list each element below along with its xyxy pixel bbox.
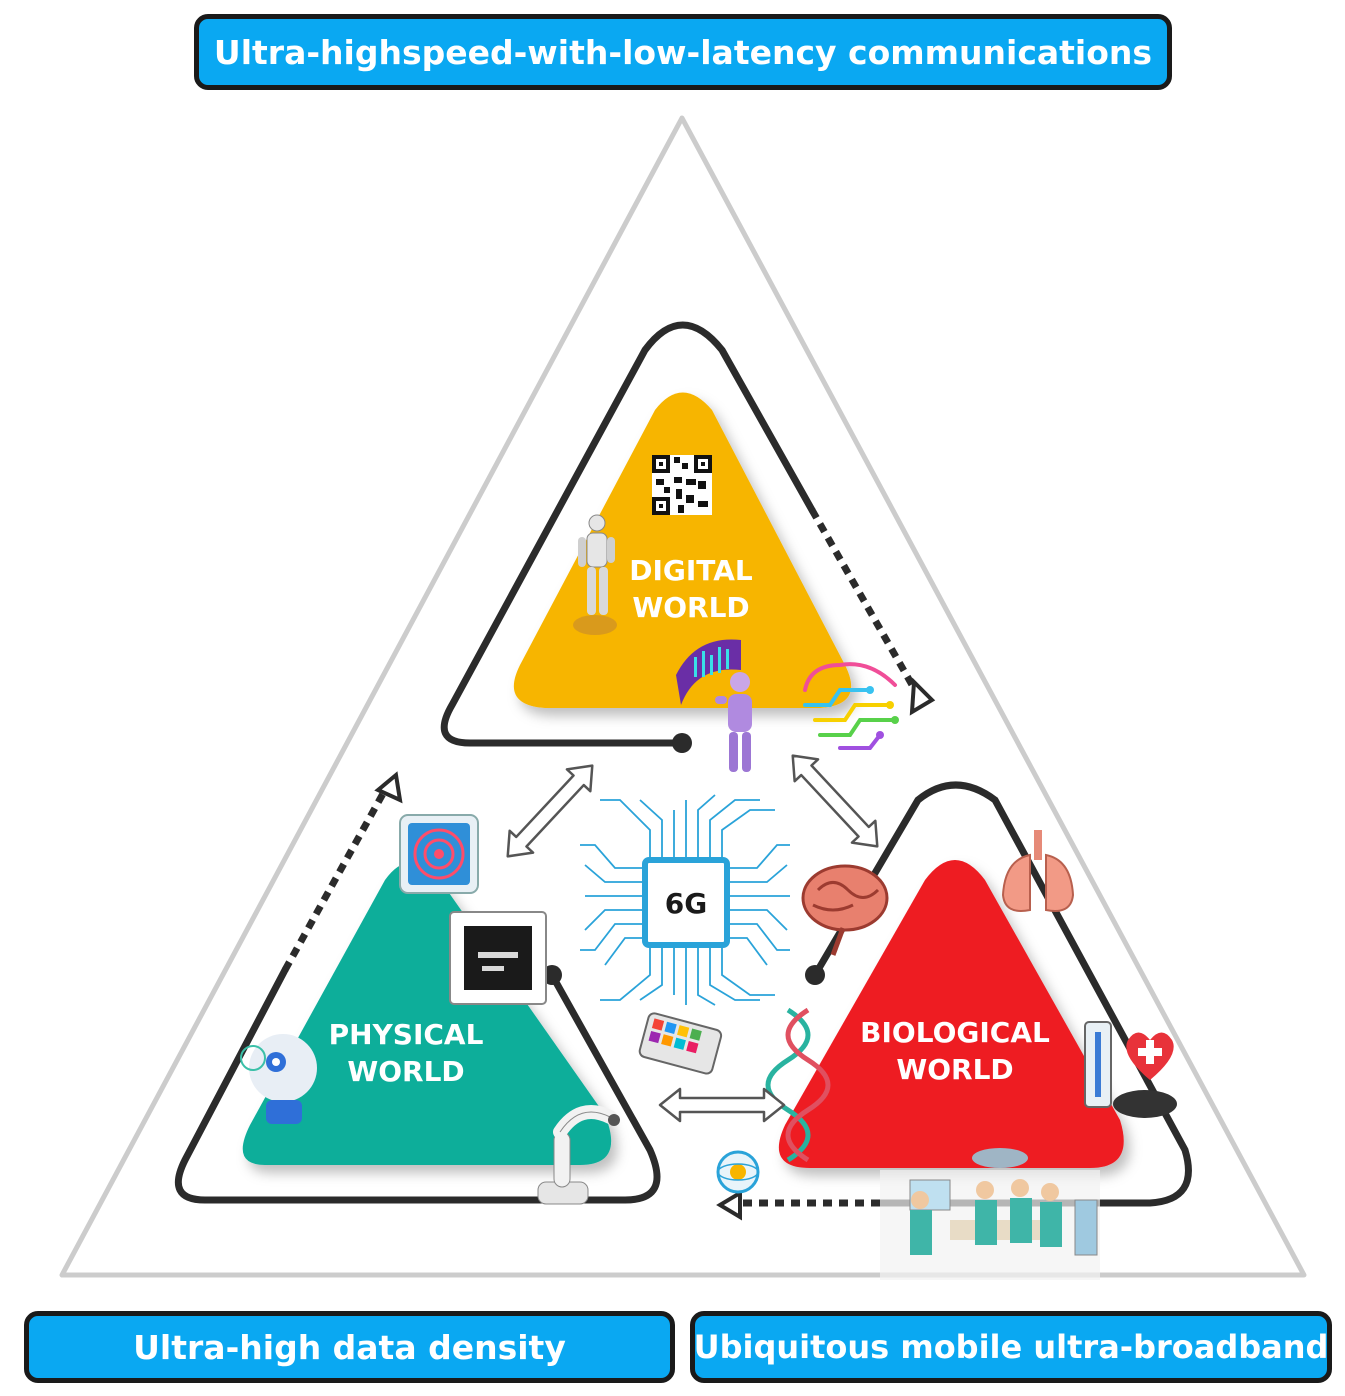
banner-bottom-left: Ultra-high data density [24, 1311, 675, 1383]
humanoid-figure-icon [715, 672, 752, 772]
arrow-digital-physical [506, 764, 594, 858]
biological-world-label-line2: WORLD [896, 1053, 1013, 1086]
physical-world-label-line2: WORLD [347, 1055, 464, 1088]
physical-loop [174, 771, 661, 1204]
banner-bottom-right: Ubiquitous mobile ultra-broadband [690, 1311, 1332, 1383]
physical-loop-arrow-icon [374, 771, 403, 804]
ai-head-icon [240, 1034, 317, 1124]
digital-world-label-line1: DIGITAL [629, 554, 753, 587]
digital-world-label-line2: WORLD [632, 591, 749, 624]
6g-chip-body [642, 857, 730, 948]
digital-loop-node [672, 733, 692, 753]
atom-globe-icon [716, 1150, 760, 1194]
biological-world: BIOLOGICAL WORLD [765, 830, 1177, 1280]
surgery-scene-icon [880, 1148, 1100, 1280]
biological-loop-node [805, 965, 825, 985]
digital-world: DIGITAL WORLD [513, 392, 899, 750]
biological-loop-arrow-icon [716, 1189, 742, 1221]
brain-icon [801, 864, 889, 956]
circuit-traces [580, 794, 790, 1006]
microchip-icon [449, 911, 547, 1005]
biological-world-triangle [778, 860, 1124, 1168]
outer-triangle [59, 115, 1307, 1278]
circuit-brain-icon [803, 662, 899, 750]
smartphone-apps-icon [638, 1012, 723, 1075]
blood-pressure-monitor-icon [1084, 1021, 1177, 1118]
arrow-digital-biological [791, 754, 879, 848]
physical-world-label-line1: PHYSICAL [329, 1018, 484, 1051]
biological-loop [716, 781, 1192, 1221]
digital-loop-arrow-icon [909, 677, 936, 716]
heart-medical-icon [1126, 1032, 1174, 1080]
dna-helix-icon [765, 1007, 831, 1163]
6g-chip-label: 6G [665, 887, 707, 920]
digital-loop [440, 321, 936, 753]
banner-top: Ultra-highspeed-with-low-latency communi… [194, 14, 1172, 90]
lungs-icon [1001, 830, 1075, 912]
robot-arm-icon [537, 1105, 620, 1205]
arrow-physical-biological [658, 1087, 786, 1123]
6g-chip: 6G [580, 794, 790, 1006]
qr-code-icon [652, 455, 712, 515]
analytics-screen-icon [676, 639, 741, 705]
digital-world-triangle [513, 392, 852, 708]
physical-world: PHYSICAL WORLD [240, 814, 620, 1205]
robot-walking-icon [573, 514, 617, 635]
radar-device-icon [399, 814, 479, 894]
biological-world-label-line1: BIOLOGICAL [860, 1016, 1050, 1049]
physical-world-triangle [242, 862, 612, 1165]
